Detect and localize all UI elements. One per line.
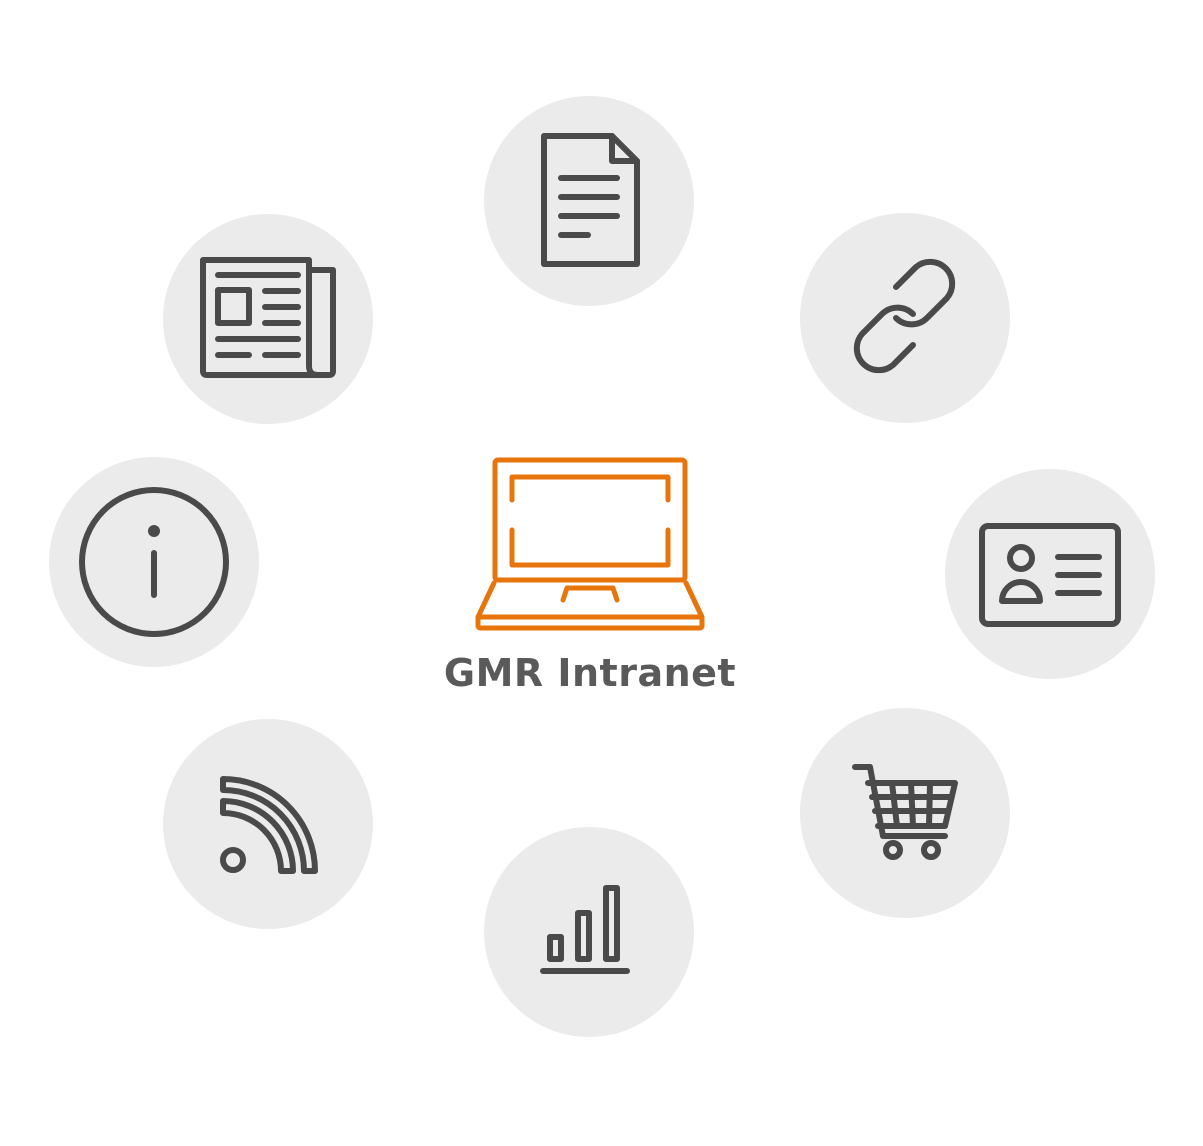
- rss-feed-icon: [220, 776, 318, 874]
- id-card-icon: [979, 523, 1121, 627]
- info-icon: [79, 487, 229, 637]
- info-node[interactable]: [49, 457, 259, 667]
- link-node[interactable]: [800, 213, 1010, 423]
- rss-feed-node[interactable]: [163, 719, 373, 929]
- document-icon: [541, 133, 640, 267]
- document-node[interactable]: [484, 96, 694, 306]
- newspaper-icon: [200, 257, 336, 378]
- newspaper-node[interactable]: [163, 214, 373, 424]
- id-card-node[interactable]: [945, 469, 1155, 679]
- shopping-cart-node[interactable]: [800, 708, 1010, 918]
- shopping-cart-icon: [852, 764, 958, 860]
- laptop-icon: [475, 457, 705, 631]
- hub-title: GMR Intranet: [443, 651, 737, 695]
- bar-chart-node[interactable]: [484, 827, 694, 1037]
- link-icon: [853, 258, 956, 374]
- intranet-hub[interactable]: GMR Intranet: [440, 455, 740, 705]
- bar-chart-icon: [540, 885, 630, 974]
